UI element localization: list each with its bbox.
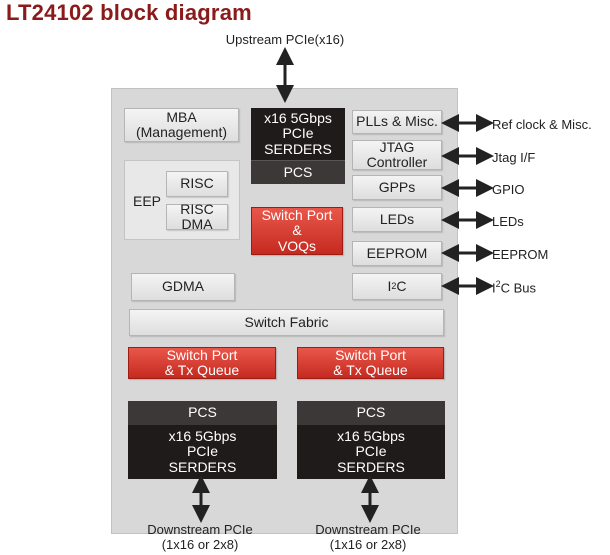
serdes-right-block: x16 5Gbps PCIe SERDERS [297, 425, 445, 479]
leds-ext-label: LEDs [492, 214, 524, 229]
i2c-suffix: C [396, 277, 407, 294]
mba-line-2: (Management) [135, 124, 228, 140]
tx-left-line-1: Switch Port [166, 346, 238, 363]
serdes-top-line-1: x16 5Gbps [264, 109, 332, 126]
downstream-left-line-2: (1x16 or 2x8) [161, 537, 239, 552]
pcs-top-label: PCS [283, 163, 313, 180]
i2c-bus-suffix: C Bus [500, 280, 537, 296]
gpio-label: GPIO [492, 182, 525, 197]
serdes-top-block: x16 5Gbps PCIe SERDERS [251, 108, 345, 160]
downstream-right-line-1: Downstream PCIe [315, 522, 421, 537]
voqs-line-1: Switch Port [261, 206, 333, 223]
leds-block: LEDs [352, 207, 442, 232]
gpps-label: GPPs [378, 178, 416, 195]
upstream-label: Upstream PCIe(x16) [225, 32, 345, 47]
pcs-right-label: PCS [356, 404, 386, 421]
i2c-label: I [387, 277, 392, 294]
voqs-line-2: & [292, 222, 302, 239]
leds-label: LEDs [379, 210, 415, 227]
i2c-bus-sup: 2 [495, 279, 501, 289]
serdes-left-line-2: PCIe [186, 443, 219, 460]
risc-dma-label: RISC DMA [180, 200, 214, 232]
switch-port-tx-left-block: Switch Port & Tx Queue [128, 347, 276, 379]
tx-right-line-1: Switch Port [335, 346, 406, 363]
downstream-left-label: Downstream PCIe (1x16 or 2x8) [120, 522, 280, 552]
serdes-left-line-1: x16 5Gbps [168, 427, 237, 444]
serdes-top-line-3: SERDERS [264, 140, 332, 157]
tx-left-line-2: & Tx Queue [164, 362, 240, 378]
serdes-right-line-3: SERDERS [337, 458, 405, 475]
switch-fabric-label: Switch Fabric [244, 313, 329, 330]
mba-block: MBA (Management) [124, 108, 239, 142]
serdes-right-line-2: PCIe [355, 443, 387, 460]
tx-right-line-2: & Tx Queue [333, 362, 408, 378]
serdes-top-line-2: PCIe [282, 125, 314, 142]
jtag-if-label: Jtag I/F [492, 150, 536, 165]
eep-label: EEP [133, 193, 162, 209]
plls-label: PLLs & Misc. [356, 113, 438, 130]
pcs-right-block: PCS [297, 401, 445, 425]
i2c-sup: 2 [391, 280, 397, 291]
risc-dma-block: RISC DMA [166, 200, 228, 232]
serdes-left-block: x16 5Gbps PCIe SERDERS [128, 425, 277, 479]
switch-port-tx-right-block: Switch Port & Tx Queue [297, 347, 444, 379]
gdma-label: GDMA [162, 278, 204, 295]
downstream-right-label: Downstream PCIe (1x16 or 2x8) [288, 522, 448, 552]
serdes-left-line-3: SERDERS [168, 458, 237, 475]
eeprom-label: EEPROM [366, 244, 428, 261]
gdma-block: GDMA [131, 273, 235, 301]
plls-block: PLLs & Misc. [352, 110, 442, 134]
downstream-left-line-1: Downstream PCIe [147, 522, 253, 537]
risc-label: RISC [180, 175, 214, 192]
switch-fabric-block: Switch Fabric [129, 309, 444, 336]
downstream-right-line-2: (1x16 or 2x8) [329, 537, 407, 552]
pcs-left-label: PCS [188, 404, 217, 421]
voqs-line-3: VOQs [277, 237, 317, 254]
mba-line-1: MBA [166, 108, 197, 125]
eeprom-ext-label: EEPROM [492, 247, 549, 262]
jtag-block: JTAG Controller [352, 138, 442, 170]
risc-block: RISC [166, 171, 228, 197]
pcs-left-block: PCS [128, 401, 277, 425]
switch-port-voqs-block: Switch Port & VOQs [251, 207, 343, 255]
jtag-line-1: JTAG [379, 138, 415, 155]
diagram-title: LT24102 block diagram [6, 0, 252, 25]
ref-clock-label: Ref clock & Misc. [492, 117, 592, 132]
serdes-right-line-1: x16 5Gbps [337, 427, 405, 444]
pcs-top-block: PCS [251, 160, 345, 184]
jtag-line-2: Controller [366, 154, 428, 170]
eeprom-block: EEPROM [352, 241, 442, 266]
